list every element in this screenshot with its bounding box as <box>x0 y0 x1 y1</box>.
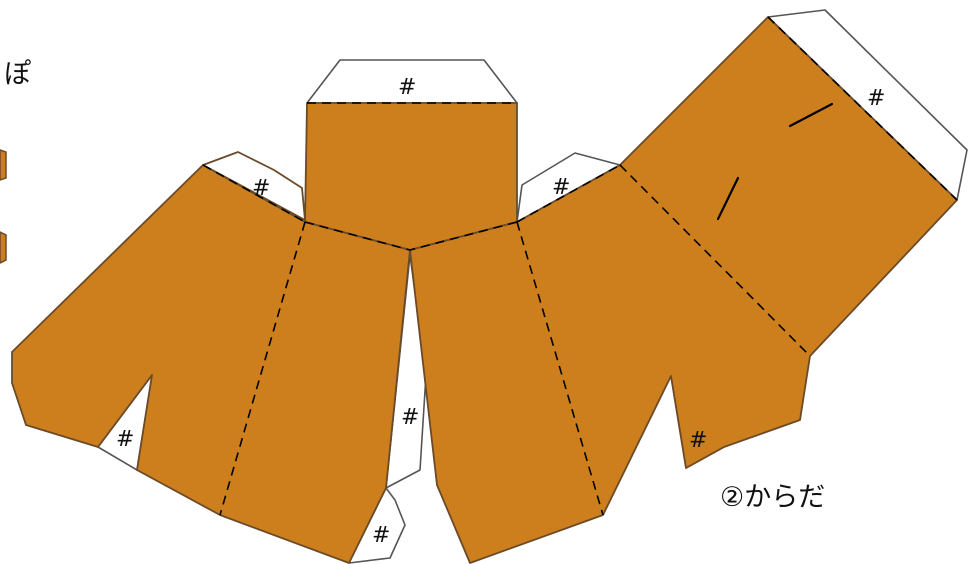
fold-top-left <box>202 164 306 223</box>
cut-slit-upper <box>788 102 834 128</box>
part-caption: ②からだ <box>720 482 825 513</box>
cut-slits <box>716 102 834 221</box>
glue-mark-top-left: # <box>252 176 270 201</box>
left-cut-label: ぽ <box>4 59 31 90</box>
glue-mark-left-leg: # <box>116 427 134 452</box>
left-fragment-upper <box>0 149 7 181</box>
fold-neck <box>304 221 518 251</box>
left-edge-fragments: ぽ <box>0 59 31 264</box>
glue-mark-far-right: # <box>867 86 885 111</box>
glue-marks: # # # # # # # # <box>116 75 885 548</box>
glue-mark-right-leg: # <box>689 428 707 453</box>
body-top-panel <box>304 102 518 251</box>
glue-mark-top-center: # <box>398 75 416 100</box>
body-right-panel <box>409 16 958 564</box>
fold-right-leg <box>516 221 604 516</box>
cut-slit-lower <box>716 176 740 221</box>
fold-left-leg <box>219 221 306 516</box>
fold-top-right <box>516 164 621 223</box>
left-fragment-lower <box>0 231 7 264</box>
fold-lines <box>202 16 958 516</box>
glue-mark-bottom: # <box>372 523 390 548</box>
glue-mark-top-right: # <box>552 175 570 200</box>
glue-mark-center-gap: # <box>401 405 419 430</box>
body-pieces <box>11 16 958 564</box>
top-left-flap <box>202 151 306 221</box>
